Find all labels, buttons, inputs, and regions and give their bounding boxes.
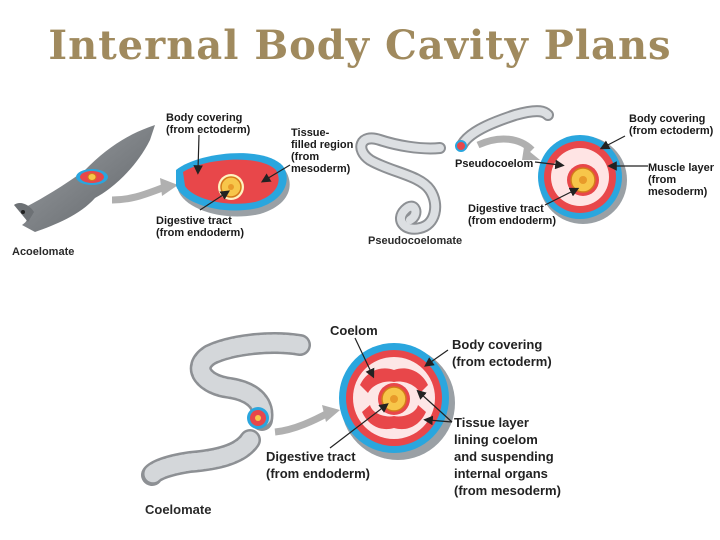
acoelomate-cross-section [176,153,290,217]
coelomate-arrow [274,408,332,436]
acoelomate-arrow [111,182,170,204]
pseudocoelomate-caption: Pseudocoelomate [368,235,463,247]
pseudocoelom-label: Pseudocoelom [455,158,534,170]
acoelomate-tissue-filled-label: Tissue- filled region (from mesoderm) [291,127,354,175]
coelomate-digestive-tract-label: Digestive tract (from endoderm) [266,449,370,481]
coelomate-tissue-layer-label: Tissue layer lining coelom and suspendin… [454,415,561,498]
coelomate-earthworm [141,332,311,486]
slide-title: Internal Body Cavity Plans [48,22,672,69]
pseudocoelomate-arrow [476,135,535,153]
acoelomate-caption: Acoelomate [12,246,75,258]
coelomate-cross-section [339,343,455,460]
acoelomate-mini-section [76,169,108,185]
pseudocoelomate-muscle-layer-label: Muscle layer (from mesoderm) [648,162,715,198]
acoelomate-body-covering-label: Body covering (from ectoderm) [166,112,251,136]
coelomate-caption: Coelomate [145,502,212,517]
coelom-label: Coelom [330,323,378,338]
coelomate-body-covering-label: Body covering (from ectoderm) [452,337,552,369]
pseudocoelomate-roundworm [355,105,554,235]
acoelomate-digestive-tract-label: Digestive tract (from endoderm) [156,215,244,239]
pseudocoelomate-digestive-tract-label: Digestive tract (from endoderm) [468,203,556,227]
pseudocoelomate-body-covering-label: Body covering (from ectoderm) [629,113,714,137]
